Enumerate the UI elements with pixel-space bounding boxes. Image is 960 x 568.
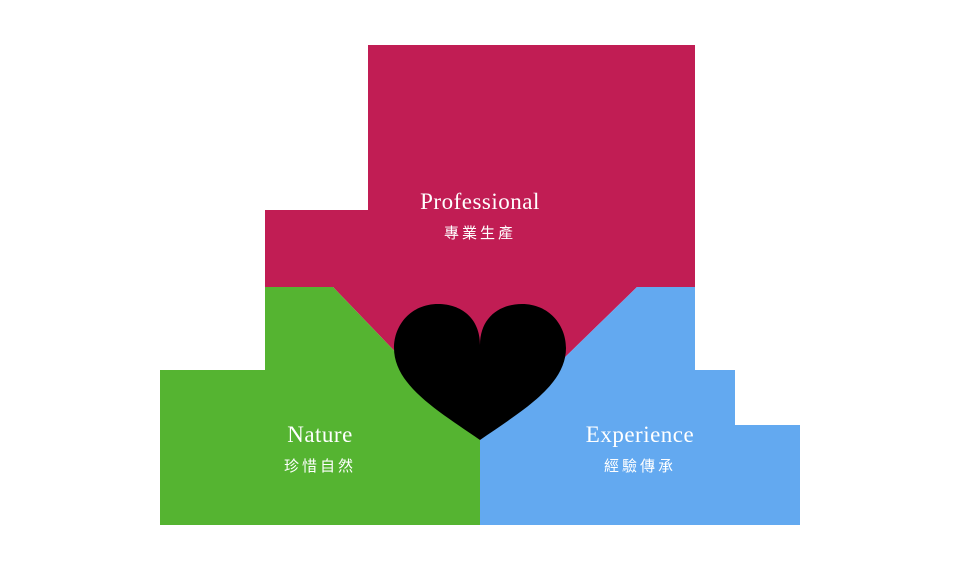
professional-shape	[265, 45, 695, 440]
experience-shape	[480, 287, 800, 525]
heart-icon	[394, 304, 566, 440]
nature-shape	[160, 287, 480, 525]
